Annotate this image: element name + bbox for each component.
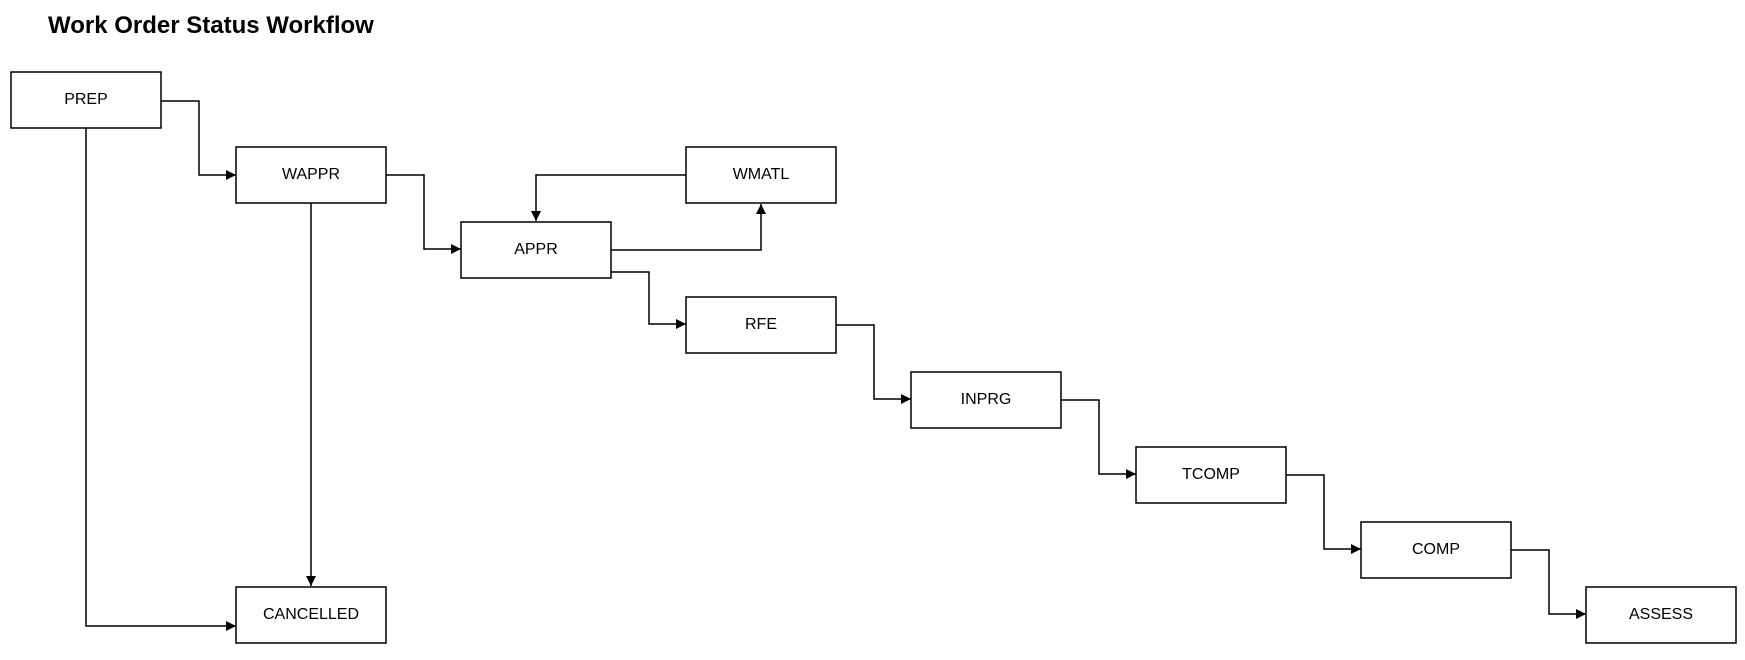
diagram-title: Work Order Status Workflow xyxy=(48,12,374,39)
node-label: INPRG xyxy=(961,391,1012,408)
node-appr: APPR xyxy=(460,221,612,279)
node-cancelled: CANCELLED xyxy=(235,586,387,644)
node-label: APPR xyxy=(514,241,558,258)
node-assess: ASSESS xyxy=(1585,586,1737,644)
node-wappr: WAPPR xyxy=(235,146,387,204)
edge-prep-to-cancelled xyxy=(85,128,236,631)
edge-comp-to-assess xyxy=(1511,549,1586,619)
node-label: CANCELLED xyxy=(263,606,359,623)
node-label: ASSESS xyxy=(1629,606,1693,623)
node-prep: PREP xyxy=(10,71,162,129)
node-label: COMP xyxy=(1412,541,1460,558)
node-rfe: RFE xyxy=(685,296,837,354)
node-label: RFE xyxy=(745,316,777,333)
edge-inprg-to-tcomp xyxy=(1061,399,1136,479)
edge-appr-to-rfe xyxy=(611,271,686,329)
edge-rfe-to-inprg xyxy=(836,324,911,404)
node-wmatl: WMATL xyxy=(685,146,837,204)
node-comp: COMP xyxy=(1360,521,1512,579)
edges xyxy=(85,100,1586,631)
node-tcomp: TCOMP xyxy=(1135,446,1287,504)
edge-wmatl-to-appr xyxy=(531,174,686,221)
node-inprg: INPRG xyxy=(910,371,1062,429)
edge-wappr-to-appr xyxy=(386,174,461,254)
node-label: WAPPR xyxy=(282,166,340,183)
edge-appr-to-wmatl xyxy=(611,204,766,251)
edge-tcomp-to-comp xyxy=(1286,474,1361,554)
node-label: PREP xyxy=(64,91,108,108)
edge-prep-to-wappr xyxy=(161,100,236,180)
node-label: WMATL xyxy=(733,166,790,183)
node-label: TCOMP xyxy=(1182,466,1240,483)
